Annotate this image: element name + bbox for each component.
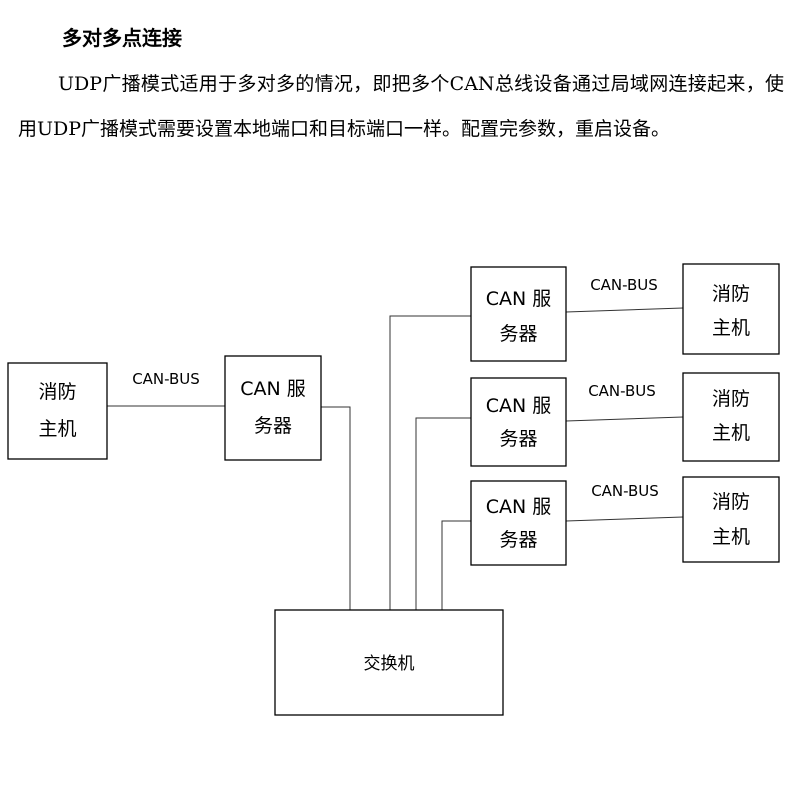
can-server-bottom-label-1: CAN 服 — [486, 496, 552, 518]
can-bus-label-middle: CAN-BUS — [588, 382, 656, 400]
can-server-middle-label-1: CAN 服 — [486, 395, 552, 417]
ethernet-link-left — [321, 406, 351, 610]
fire-host-top-label-2: 主机 — [712, 317, 750, 339]
section-title: 多对多点连接 — [62, 26, 182, 50]
can-server-top: CAN 服 务器 — [470, 266, 567, 362]
fire-host-bottom: 消防 主机 — [682, 476, 780, 563]
fire-host-top-label-1: 消防 — [712, 283, 750, 305]
can-server-left: CAN 服 务器 — [224, 355, 322, 461]
fire-host-bottom-label-2: 主机 — [712, 526, 750, 548]
can-server-top-label-2: 务器 — [499, 323, 537, 345]
fire-host-bottom-label-1: 消防 — [712, 491, 750, 513]
can-server-bottom-label-2: 务器 — [499, 529, 537, 551]
fire-host-left: 消防 主机 — [7, 362, 108, 460]
can-server-left-label-2: 务器 — [254, 415, 292, 437]
fire-host-middle-label-2: 主机 — [712, 422, 750, 444]
can-bus-link-top — [565, 307, 684, 313]
fire-host-top: 消防 主机 — [682, 263, 780, 355]
can-server-bottom: CAN 服 务器 — [470, 480, 567, 566]
network-switch-label: 交换机 — [364, 654, 415, 674]
fire-host-middle: 消防 主机 — [682, 372, 780, 462]
can-bus-link-bottom — [565, 516, 684, 522]
can-server-top-label-1: CAN 服 — [486, 288, 552, 310]
ethernet-link-bottom — [441, 520, 471, 610]
fire-host-left-label-1: 消防 — [38, 381, 76, 403]
fire-host-middle-label-1: 消防 — [712, 388, 750, 410]
ethernet-link-top — [389, 315, 471, 610]
network-switch: 交换机 — [274, 609, 504, 716]
can-bus-label-top: CAN-BUS — [590, 276, 658, 294]
can-bus-label-left: CAN-BUS — [132, 370, 200, 388]
can-server-middle-label-2: 务器 — [499, 428, 537, 450]
can-bus-label-bottom: CAN-BUS — [591, 482, 659, 500]
ethernet-link-middle — [415, 417, 471, 610]
fire-host-left-label-2: 主机 — [38, 418, 76, 440]
can-bus-link-middle — [565, 416, 684, 422]
can-server-left-label-1: CAN 服 — [240, 378, 306, 400]
description-paragraph: UDP广播模式适用于多对多的情况，即把多个CAN总线设备通过局域网连接起来，使用… — [18, 73, 784, 140]
can-server-middle: CAN 服 务器 — [470, 377, 567, 467]
